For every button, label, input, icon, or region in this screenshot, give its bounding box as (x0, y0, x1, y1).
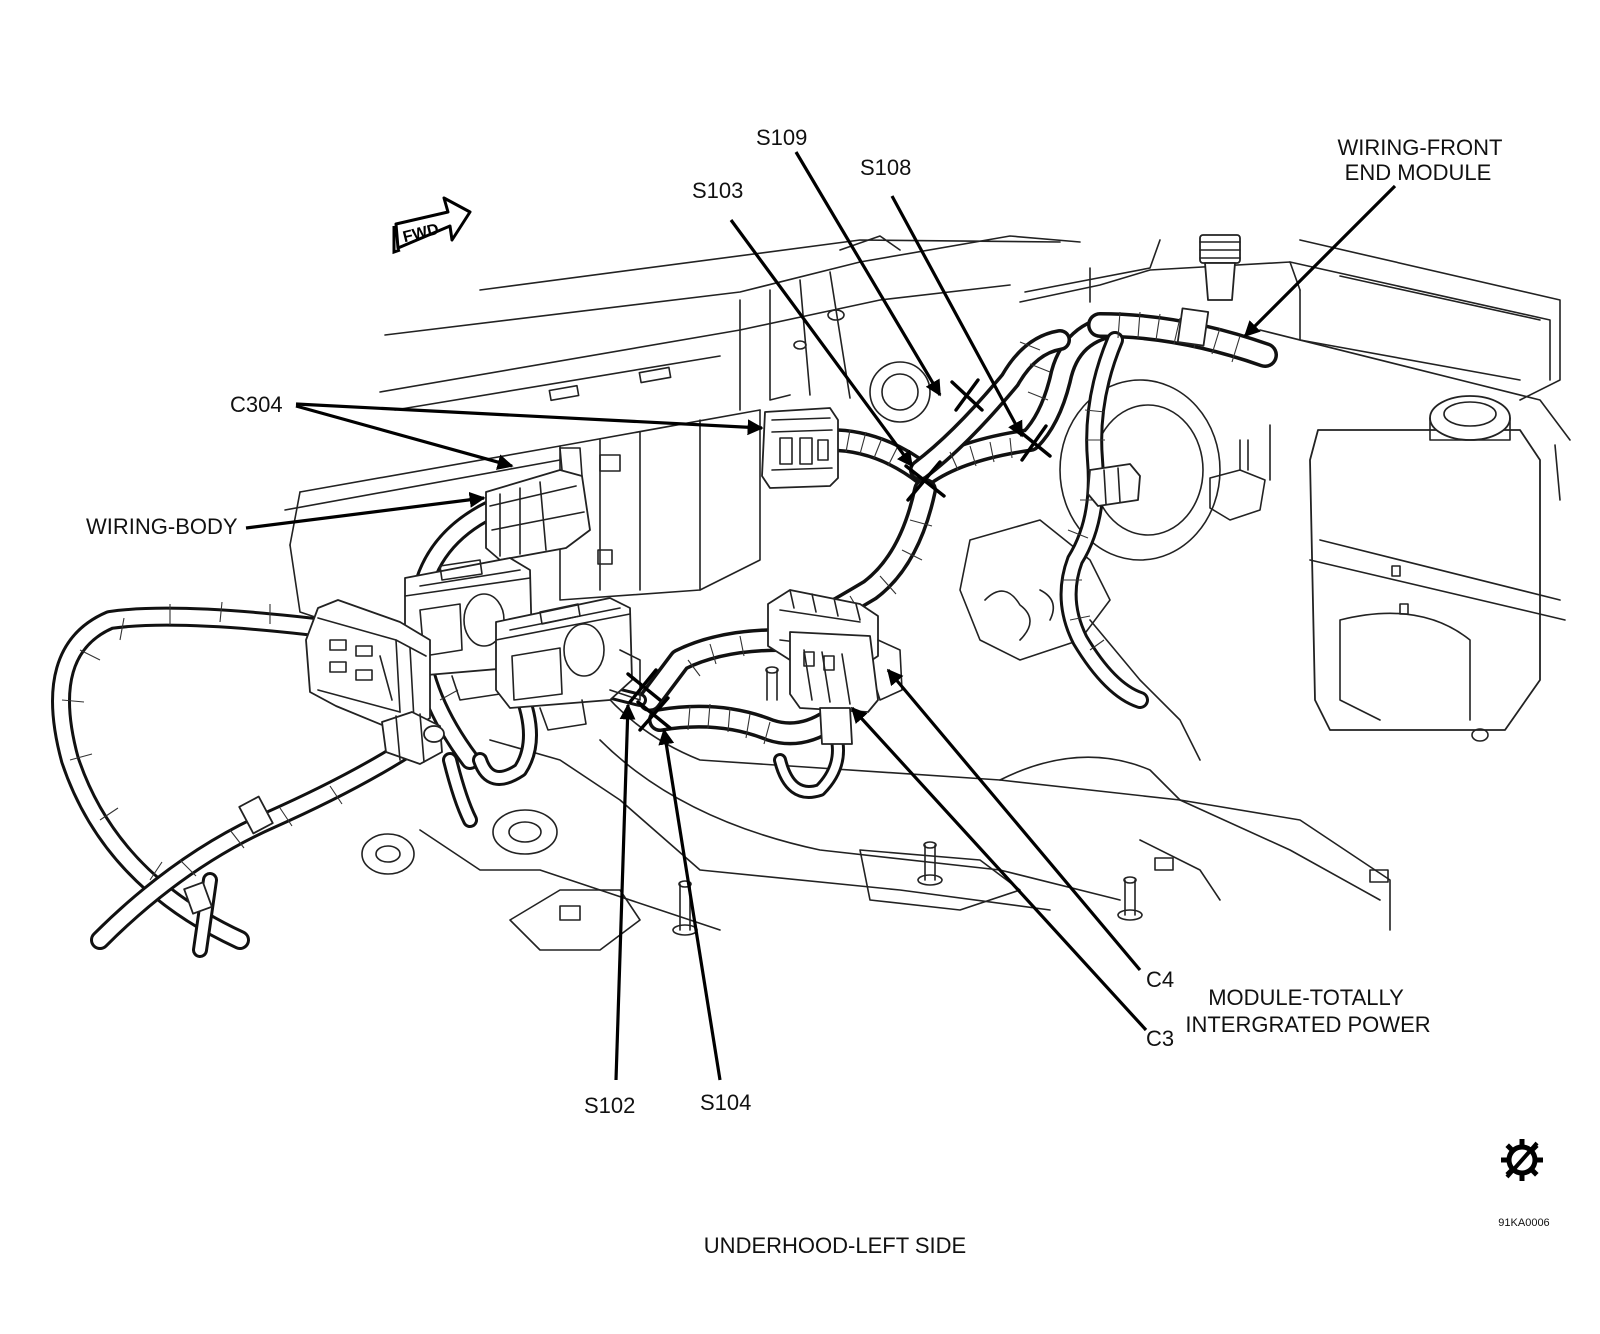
label-c3: C3 (1146, 1026, 1174, 1051)
fwd-arrow-icon: FWD (392, 196, 472, 255)
connector-c304-lower (485, 447, 591, 561)
label-s102: S102 (584, 1093, 635, 1118)
connector-small-left (381, 711, 445, 765)
label-s103: S103 (692, 178, 743, 203)
label-wiring-front-line2: END MODULE (1345, 160, 1492, 185)
label-s109: S109 (756, 125, 807, 150)
connector-right-fender (1087, 463, 1141, 507)
label-c304: C304 (230, 392, 283, 417)
connector-c3 (789, 631, 879, 745)
label-c4: C4 (1146, 967, 1174, 992)
gear-slash-logo-icon (1501, 1139, 1543, 1181)
label-wiring-body: WIRING-BODY (86, 514, 238, 539)
callout-labels: S109 S108 S103 WIRING-FRONT END MODULE C… (86, 125, 1502, 1118)
leader-lines (245, 151, 1397, 1081)
label-module-line2: INTERGRATED POWER (1185, 1012, 1430, 1037)
wiring-harness-conduits (51, 307, 1278, 958)
splice-markers (626, 378, 1052, 732)
label-s104: S104 (700, 1090, 751, 1115)
figure-caption: UNDERHOOD-LEFT SIDE (704, 1233, 966, 1258)
label-wiring-front-line1: WIRING-FRONT (1338, 135, 1503, 160)
label-module-line1: MODULE-TOTALLY (1208, 985, 1404, 1010)
figure-code: 91KA0006 (1498, 1217, 1549, 1229)
label-s108: S108 (860, 155, 911, 180)
relay-block-middle (495, 597, 641, 731)
connector-c304-upper (761, 407, 839, 489)
